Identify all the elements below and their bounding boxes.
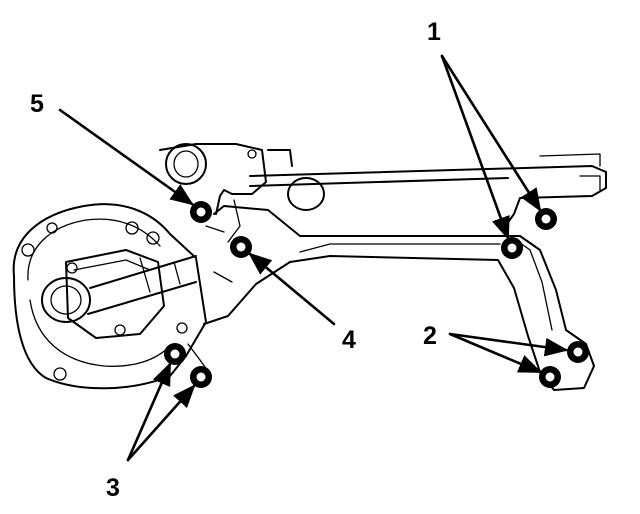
callout-4: 4 xyxy=(342,326,356,354)
leader-3a xyxy=(126,361,172,462)
bolt-1a xyxy=(535,208,557,230)
callout-3: 3 xyxy=(106,474,120,502)
leader-2a xyxy=(448,332,569,357)
callout-labels: 1 2 3 4 5 xyxy=(30,18,441,502)
manifold-body xyxy=(159,143,607,391)
leader-4 xyxy=(248,252,336,326)
bolt-2b xyxy=(539,366,561,388)
leader-3b xyxy=(126,384,196,462)
bolt-5 xyxy=(190,201,212,223)
leader-1b xyxy=(440,54,542,212)
leader-1a xyxy=(440,54,510,241)
leader-lines xyxy=(58,54,569,462)
water-pump-housing xyxy=(12,203,207,390)
callout-1: 1 xyxy=(427,18,441,46)
callout-2: 2 xyxy=(423,322,437,350)
bolt-4 xyxy=(230,236,252,258)
bolt-3b xyxy=(190,366,212,388)
callout-5: 5 xyxy=(30,90,44,118)
bolt-3a xyxy=(164,343,186,365)
bolt-2a xyxy=(567,341,589,363)
leader-5 xyxy=(58,108,194,206)
bolts xyxy=(164,201,589,388)
bolt-1b xyxy=(501,237,523,259)
leader-2b xyxy=(448,332,543,374)
